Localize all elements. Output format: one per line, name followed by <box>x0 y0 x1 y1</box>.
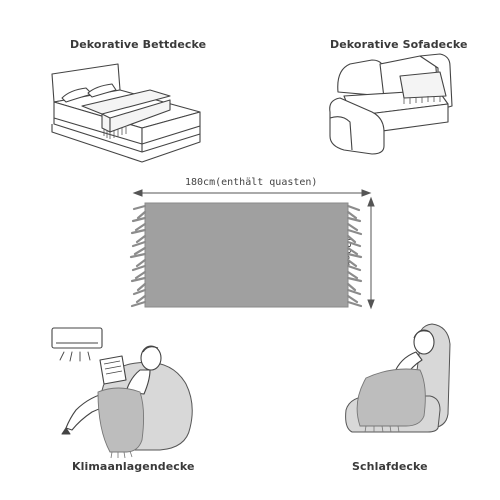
blanket-fringe-left <box>129 204 147 308</box>
blanket-fringe-right <box>346 204 363 308</box>
sofa-throw-fringe <box>403 96 441 104</box>
blanket-rectangle <box>144 202 349 308</box>
sleeping-throw-blanket <box>356 368 426 433</box>
bed-throw-fringe <box>103 127 127 139</box>
dimension-width-arrow <box>132 189 372 197</box>
dimension-height-arrow <box>367 196 375 310</box>
reading-throw-blanket <box>97 387 145 459</box>
label-bed: Dekorative Bettdecke <box>70 38 207 51</box>
dimension-width-label: 180cm(enthält quasten) <box>185 177 318 188</box>
label-sleep: Schlafdecke <box>352 460 428 473</box>
air-conditioner-illustration <box>51 327 103 362</box>
bed-illustration <box>51 63 201 163</box>
sofa-illustration <box>329 53 453 155</box>
label-sofa: Dekorative Sofadecke <box>330 38 468 51</box>
label-ac: Klimaanlagendecke <box>72 460 195 473</box>
